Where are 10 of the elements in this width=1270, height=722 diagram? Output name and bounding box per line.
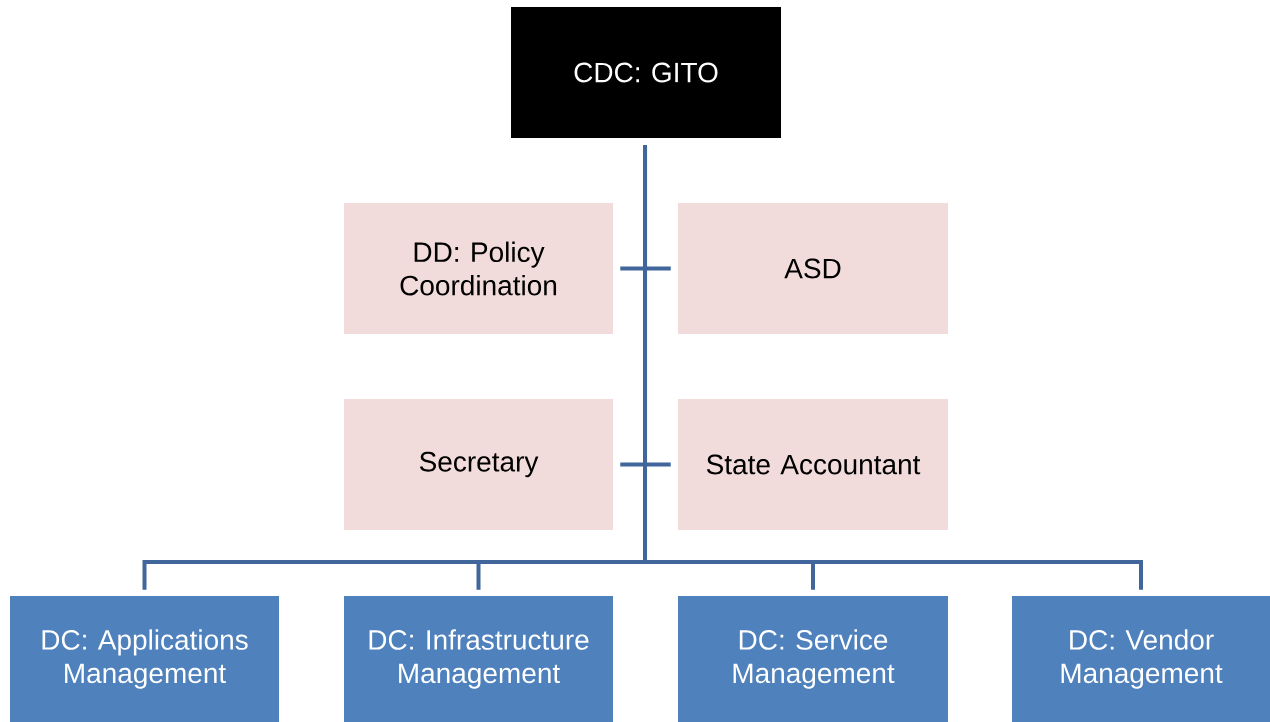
division-box: DC: Infrastructure Management — [344, 596, 613, 722]
connector-line — [643, 145, 1143, 590]
division-box: DC: Applications Management — [10, 596, 279, 722]
division-box: DC: Service Management — [678, 596, 948, 722]
staff-box: ASD — [678, 203, 948, 334]
head-box: CDC: GITO — [511, 7, 781, 138]
staff-box: State Accountant — [678, 399, 948, 530]
staff-box: Secretary — [344, 399, 613, 530]
staff-box: DD: Policy Coordination — [344, 203, 613, 334]
division-box: DC: Vendor Management — [1012, 596, 1270, 722]
